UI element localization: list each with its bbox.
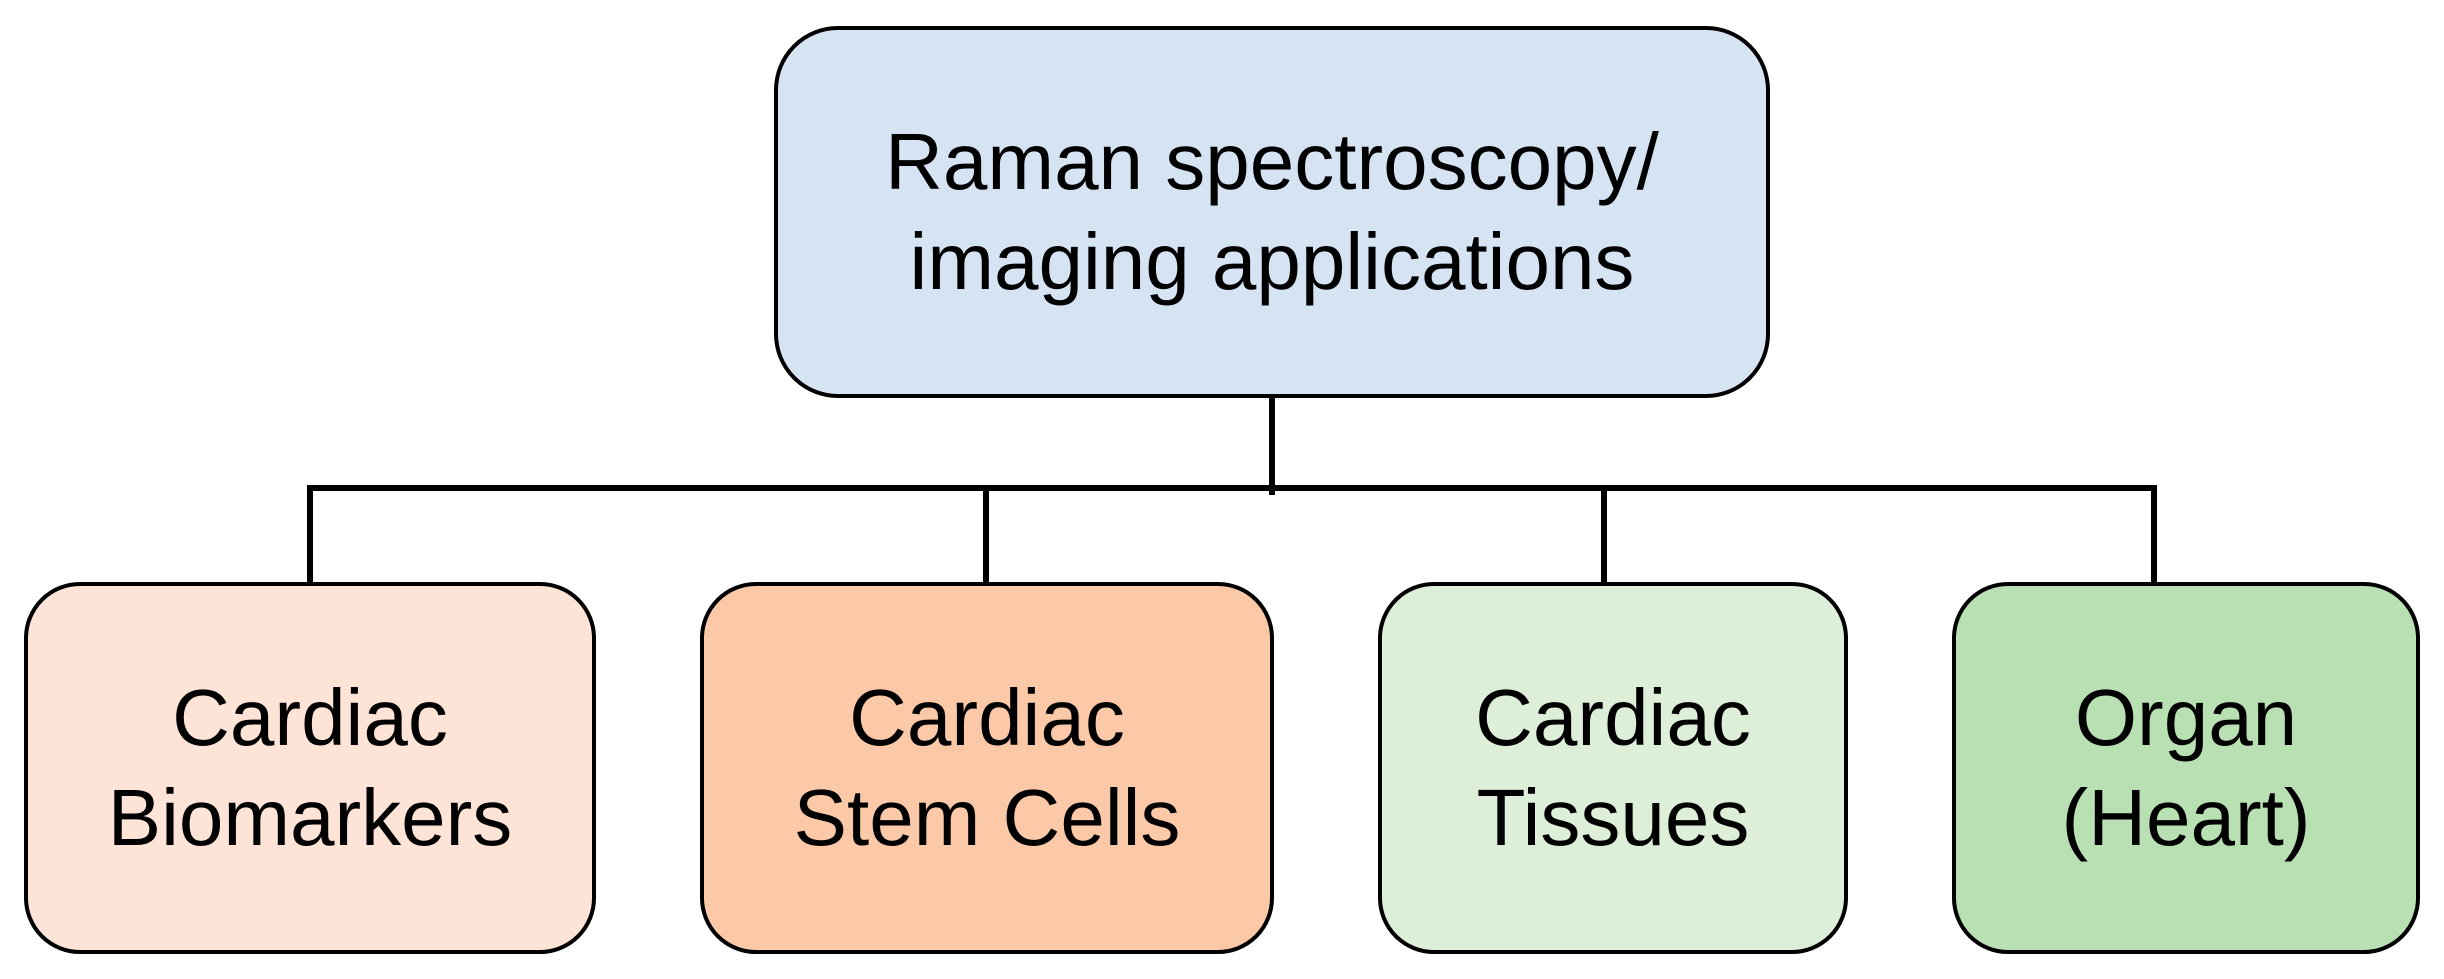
child-label-line-2: Stem Cells xyxy=(793,773,1181,862)
child-label-line-2: (Heart) xyxy=(2061,773,2311,862)
child-label-line-1: Cardiac xyxy=(849,673,1125,762)
root-label-line-2: imaging applications xyxy=(909,217,1635,306)
child-label-line-1: Organ xyxy=(2074,673,2298,762)
child-node-cardiac-biomarkers: Cardiac Biomarkers xyxy=(24,582,596,954)
child-node-organ-heart: Organ (Heart) xyxy=(1952,582,2420,954)
child-label-line-1: Cardiac xyxy=(1475,673,1751,762)
child-node-cardiac-tissues: Cardiac Tissues xyxy=(1378,582,1848,954)
child-node-cardiac-stem-cells: Cardiac Stem Cells xyxy=(700,582,1274,954)
root-node: Raman spectroscopy/ imaging applications xyxy=(774,26,1770,398)
child-label-line-2: Biomarkers xyxy=(107,773,513,862)
child-label-line-1: Cardiac xyxy=(172,673,448,762)
root-label-line-1: Raman spectroscopy/ xyxy=(885,117,1659,206)
child-label-line-2: Tissues xyxy=(1476,773,1750,862)
